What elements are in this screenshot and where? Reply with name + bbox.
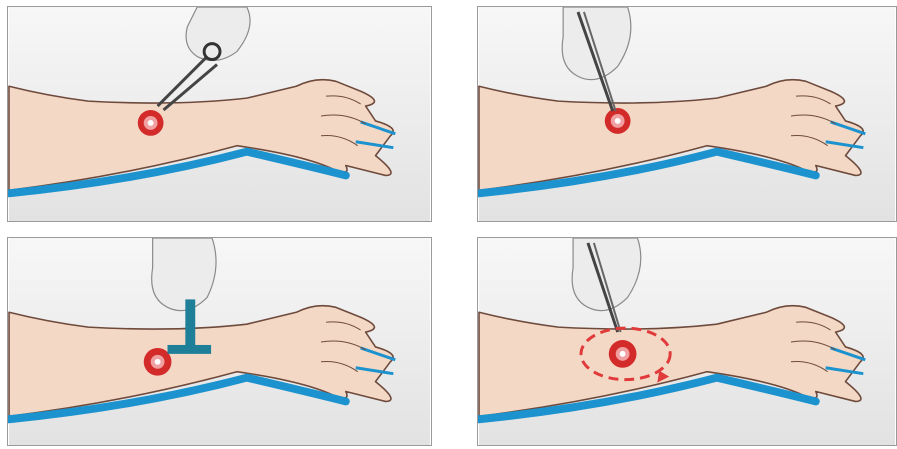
panel-step-2 [477,6,897,222]
wound-icon [605,108,631,134]
panel-2-illustration [478,7,896,221]
wound-icon [138,110,164,136]
panel-step-1 [7,6,432,222]
panel-step-3 [7,237,432,446]
panel-1-illustration [8,7,431,221]
panel-4-illustration [478,238,896,445]
wound-icon [144,348,172,376]
panel-3-illustration [8,238,431,445]
panel-step-4 [477,237,897,446]
wound-icon [609,340,637,368]
